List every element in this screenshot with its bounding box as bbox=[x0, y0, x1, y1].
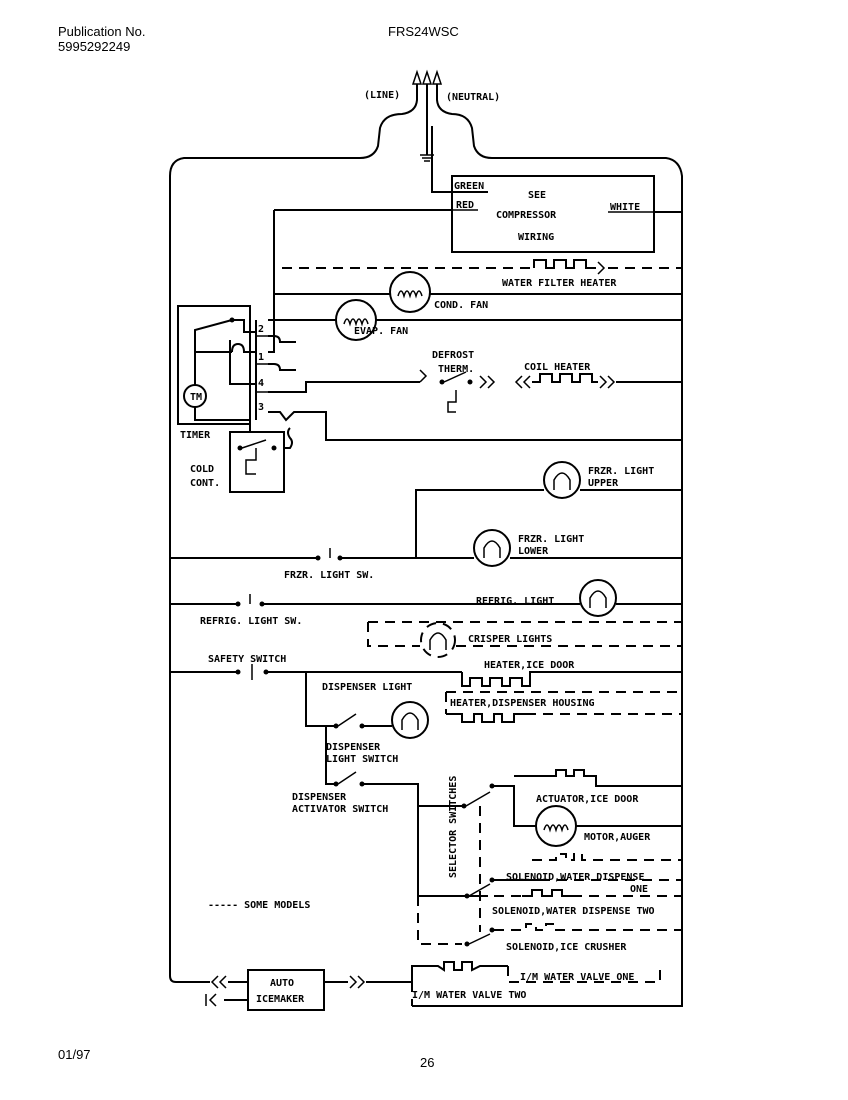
power-plug bbox=[169, 69, 683, 1007]
model-number: FRS24WSC bbox=[388, 24, 459, 39]
frzr-light-switch bbox=[170, 548, 416, 561]
frzr-light-lower bbox=[416, 529, 682, 567]
defrost-timer bbox=[177, 210, 682, 441]
dispenser-light-switch-label-1: DISPENSER bbox=[326, 742, 381, 753]
frzr-light-upper-label-1: FRZR. LIGHT bbox=[588, 466, 654, 477]
safety-switch-label: SAFETY SWITCH bbox=[208, 654, 286, 665]
im-water-valve-one-label: I/M WATER VALVE ONE bbox=[520, 972, 634, 983]
timer-terminal-1: 1 bbox=[258, 352, 264, 363]
motor-auger-label: MOTOR,AUGER bbox=[584, 832, 651, 843]
solenoid-water-dispense-one-label-1: SOLENOID,WATER DISPENSE bbox=[506, 872, 644, 883]
frzr-light-lower-label-2: LOWER bbox=[518, 546, 549, 557]
dispenser-light bbox=[305, 672, 429, 739]
defrost-therm-label-1: DEFROST bbox=[432, 350, 474, 361]
refrig-light bbox=[170, 579, 682, 617]
auto-icemaker bbox=[205, 969, 412, 1011]
im-water-valves bbox=[411, 961, 661, 1007]
neutral-label: (NEUTRAL) bbox=[446, 92, 500, 103]
solenoid-water-dispense-one-label-2: ONE bbox=[630, 884, 648, 895]
refrig-light-label: REFRIG. LIGHT bbox=[476, 596, 554, 607]
heater-dispenser-housing bbox=[445, 692, 682, 723]
red-wire-label: RED bbox=[456, 200, 474, 211]
timer-motor-label: TM bbox=[190, 392, 202, 403]
cold-control-label-2: CONT. bbox=[190, 478, 220, 489]
heater-ice-door-label: HEATER,ICE DOOR bbox=[484, 660, 575, 671]
refrig-light-sw-label: REFRIG. LIGHT SW. bbox=[200, 616, 302, 627]
cold-control-label-1: COLD bbox=[190, 464, 214, 475]
water-filter-heater-label: WATER FILTER HEATER bbox=[502, 278, 617, 289]
heater-ice-door bbox=[446, 671, 682, 693]
compressor-wiring-label: WIRING bbox=[518, 232, 554, 243]
heater-dispenser-housing-label: HEATER,DISPENSER HOUSING bbox=[450, 698, 595, 709]
icemaker-label: ICEMAKER bbox=[256, 994, 305, 1005]
page-number: 26 bbox=[420, 1055, 435, 1070]
defrost-thermostat bbox=[419, 369, 496, 413]
crisper-lights-label: CRISPER LIGHTS bbox=[468, 634, 552, 645]
dispenser-light-label: DISPENSER LIGHT bbox=[322, 682, 412, 693]
actuator-ice-door-label: ACTUATOR,ICE DOOR bbox=[536, 794, 639, 805]
publication-number: 5995292249 bbox=[58, 39, 131, 54]
solenoid-ice-crusher bbox=[494, 923, 682, 931]
crisper-lights bbox=[367, 621, 682, 658]
compressor-label: COMPRESSOR bbox=[496, 210, 557, 221]
defrost-therm-label-2: THERM. bbox=[438, 364, 474, 375]
evap-fan-label: EVAP. FAN bbox=[354, 326, 408, 337]
frzr-light-upper-label-2: UPPER bbox=[588, 478, 619, 489]
auto-label: AUTO bbox=[270, 978, 294, 989]
solenoid-ice-crusher-label: SOLENOID,ICE CRUSHER bbox=[506, 942, 627, 953]
timer-label: TIMER bbox=[180, 430, 211, 441]
cold-control bbox=[229, 427, 293, 493]
selector-switches-label: SELECTOR SWITCHES bbox=[448, 776, 459, 878]
cond-fan bbox=[274, 271, 682, 313]
publication-label: Publication No. bbox=[58, 24, 146, 39]
white-wire-label: WHITE bbox=[610, 202, 640, 213]
coil-heater bbox=[514, 373, 682, 389]
green-wire-label: GREEN bbox=[454, 181, 484, 192]
solenoid-water-dispense-one bbox=[532, 853, 682, 881]
line-label: (LINE) bbox=[364, 90, 400, 101]
coil-heater-label: COIL HEATER bbox=[524, 362, 591, 373]
timer-terminal-3: 3 bbox=[258, 402, 264, 413]
solenoid-water-dispense-two-label: SOLENOID,WATER DISPENSE TWO bbox=[492, 906, 655, 917]
dispenser-light-switch-label-2: LIGHT SWITCH bbox=[326, 754, 398, 765]
selector-switches bbox=[417, 769, 682, 947]
frzr-light-sw-label: FRZR. LIGHT SW. bbox=[284, 570, 374, 581]
timer-terminal-4: 4 bbox=[258, 378, 264, 389]
compressor-see-label: SEE bbox=[528, 190, 546, 201]
dispenser-activator-switch bbox=[325, 726, 488, 897]
safety-switch bbox=[170, 664, 462, 680]
some-models-legend: ----- SOME MODELS bbox=[208, 900, 310, 911]
frzr-light-upper bbox=[415, 461, 682, 558]
motor-auger bbox=[535, 805, 682, 847]
frzr-light-lower-label-1: FRZR. LIGHT bbox=[518, 534, 584, 545]
cond-fan-label: COND. FAN bbox=[434, 300, 488, 311]
footer-date: 01/97 bbox=[58, 1047, 91, 1062]
evap-fan bbox=[274, 299, 682, 341]
water-filter-heater bbox=[282, 259, 682, 275]
dispenser-activator-switch-label-2: ACTIVATOR SWITCH bbox=[292, 804, 388, 815]
timer-terminal-2: 2 bbox=[258, 324, 264, 335]
compressor-wiring-box bbox=[274, 126, 682, 253]
im-water-valve-two-label: I/M WATER VALVE TWO bbox=[412, 990, 526, 1001]
solenoid-water-dispense-two bbox=[494, 889, 682, 897]
dispenser-activator-switch-label-1: DISPENSER bbox=[292, 792, 347, 803]
